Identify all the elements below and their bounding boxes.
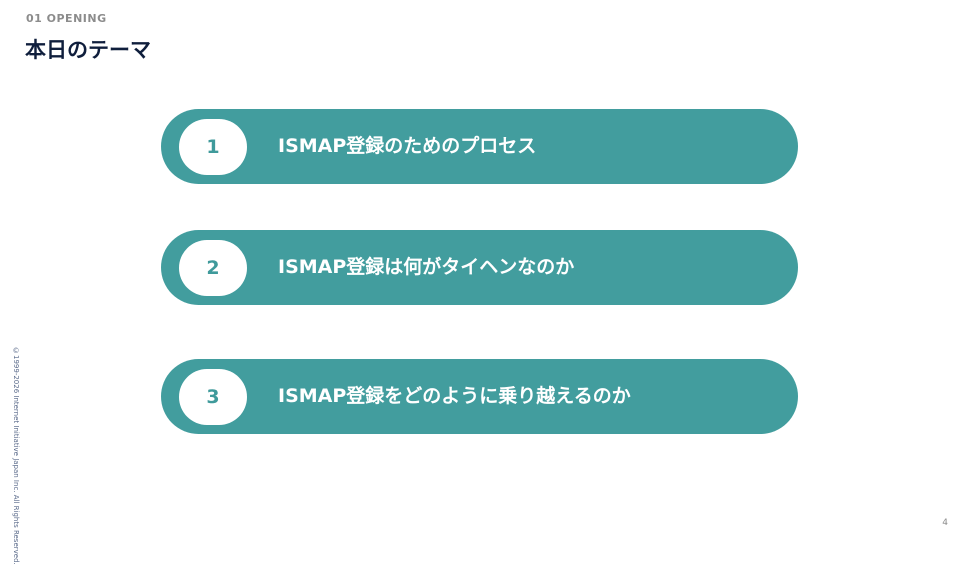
agenda-item-3: 3 ISMAP登録をどのように乗り越えるのか — [161, 359, 798, 434]
agenda-number: 1 — [206, 136, 220, 158]
agenda-list: 1 ISMAP登録のためのプロセス 2 ISMAP登録は何がタイヘンなのか 3 … — [161, 109, 798, 439]
page-number: 4 — [942, 518, 948, 528]
page-title: 本日のテーマ — [25, 38, 151, 62]
agenda-number: 2 — [206, 257, 220, 279]
agenda-number: 3 — [206, 386, 220, 408]
agenda-number-badge: 2 — [179, 240, 247, 296]
agenda-item-1: 1 ISMAP登録のためのプロセス — [161, 109, 798, 184]
agenda-item-label: ISMAP登録をどのように乗り越えるのか — [278, 385, 631, 407]
agenda-number-badge: 3 — [179, 369, 247, 425]
agenda-number-badge: 1 — [179, 119, 247, 175]
agenda-item-label: ISMAP登録は何がタイヘンなのか — [278, 256, 575, 278]
section-label: 01 OPENING — [26, 12, 107, 25]
copyright-notice: ©1999-2026 Internet Initiative Japan Inc… — [12, 347, 20, 565]
agenda-item-label: ISMAP登録のためのプロセス — [278, 135, 537, 157]
agenda-item-2: 2 ISMAP登録は何がタイヘンなのか — [161, 230, 798, 305]
